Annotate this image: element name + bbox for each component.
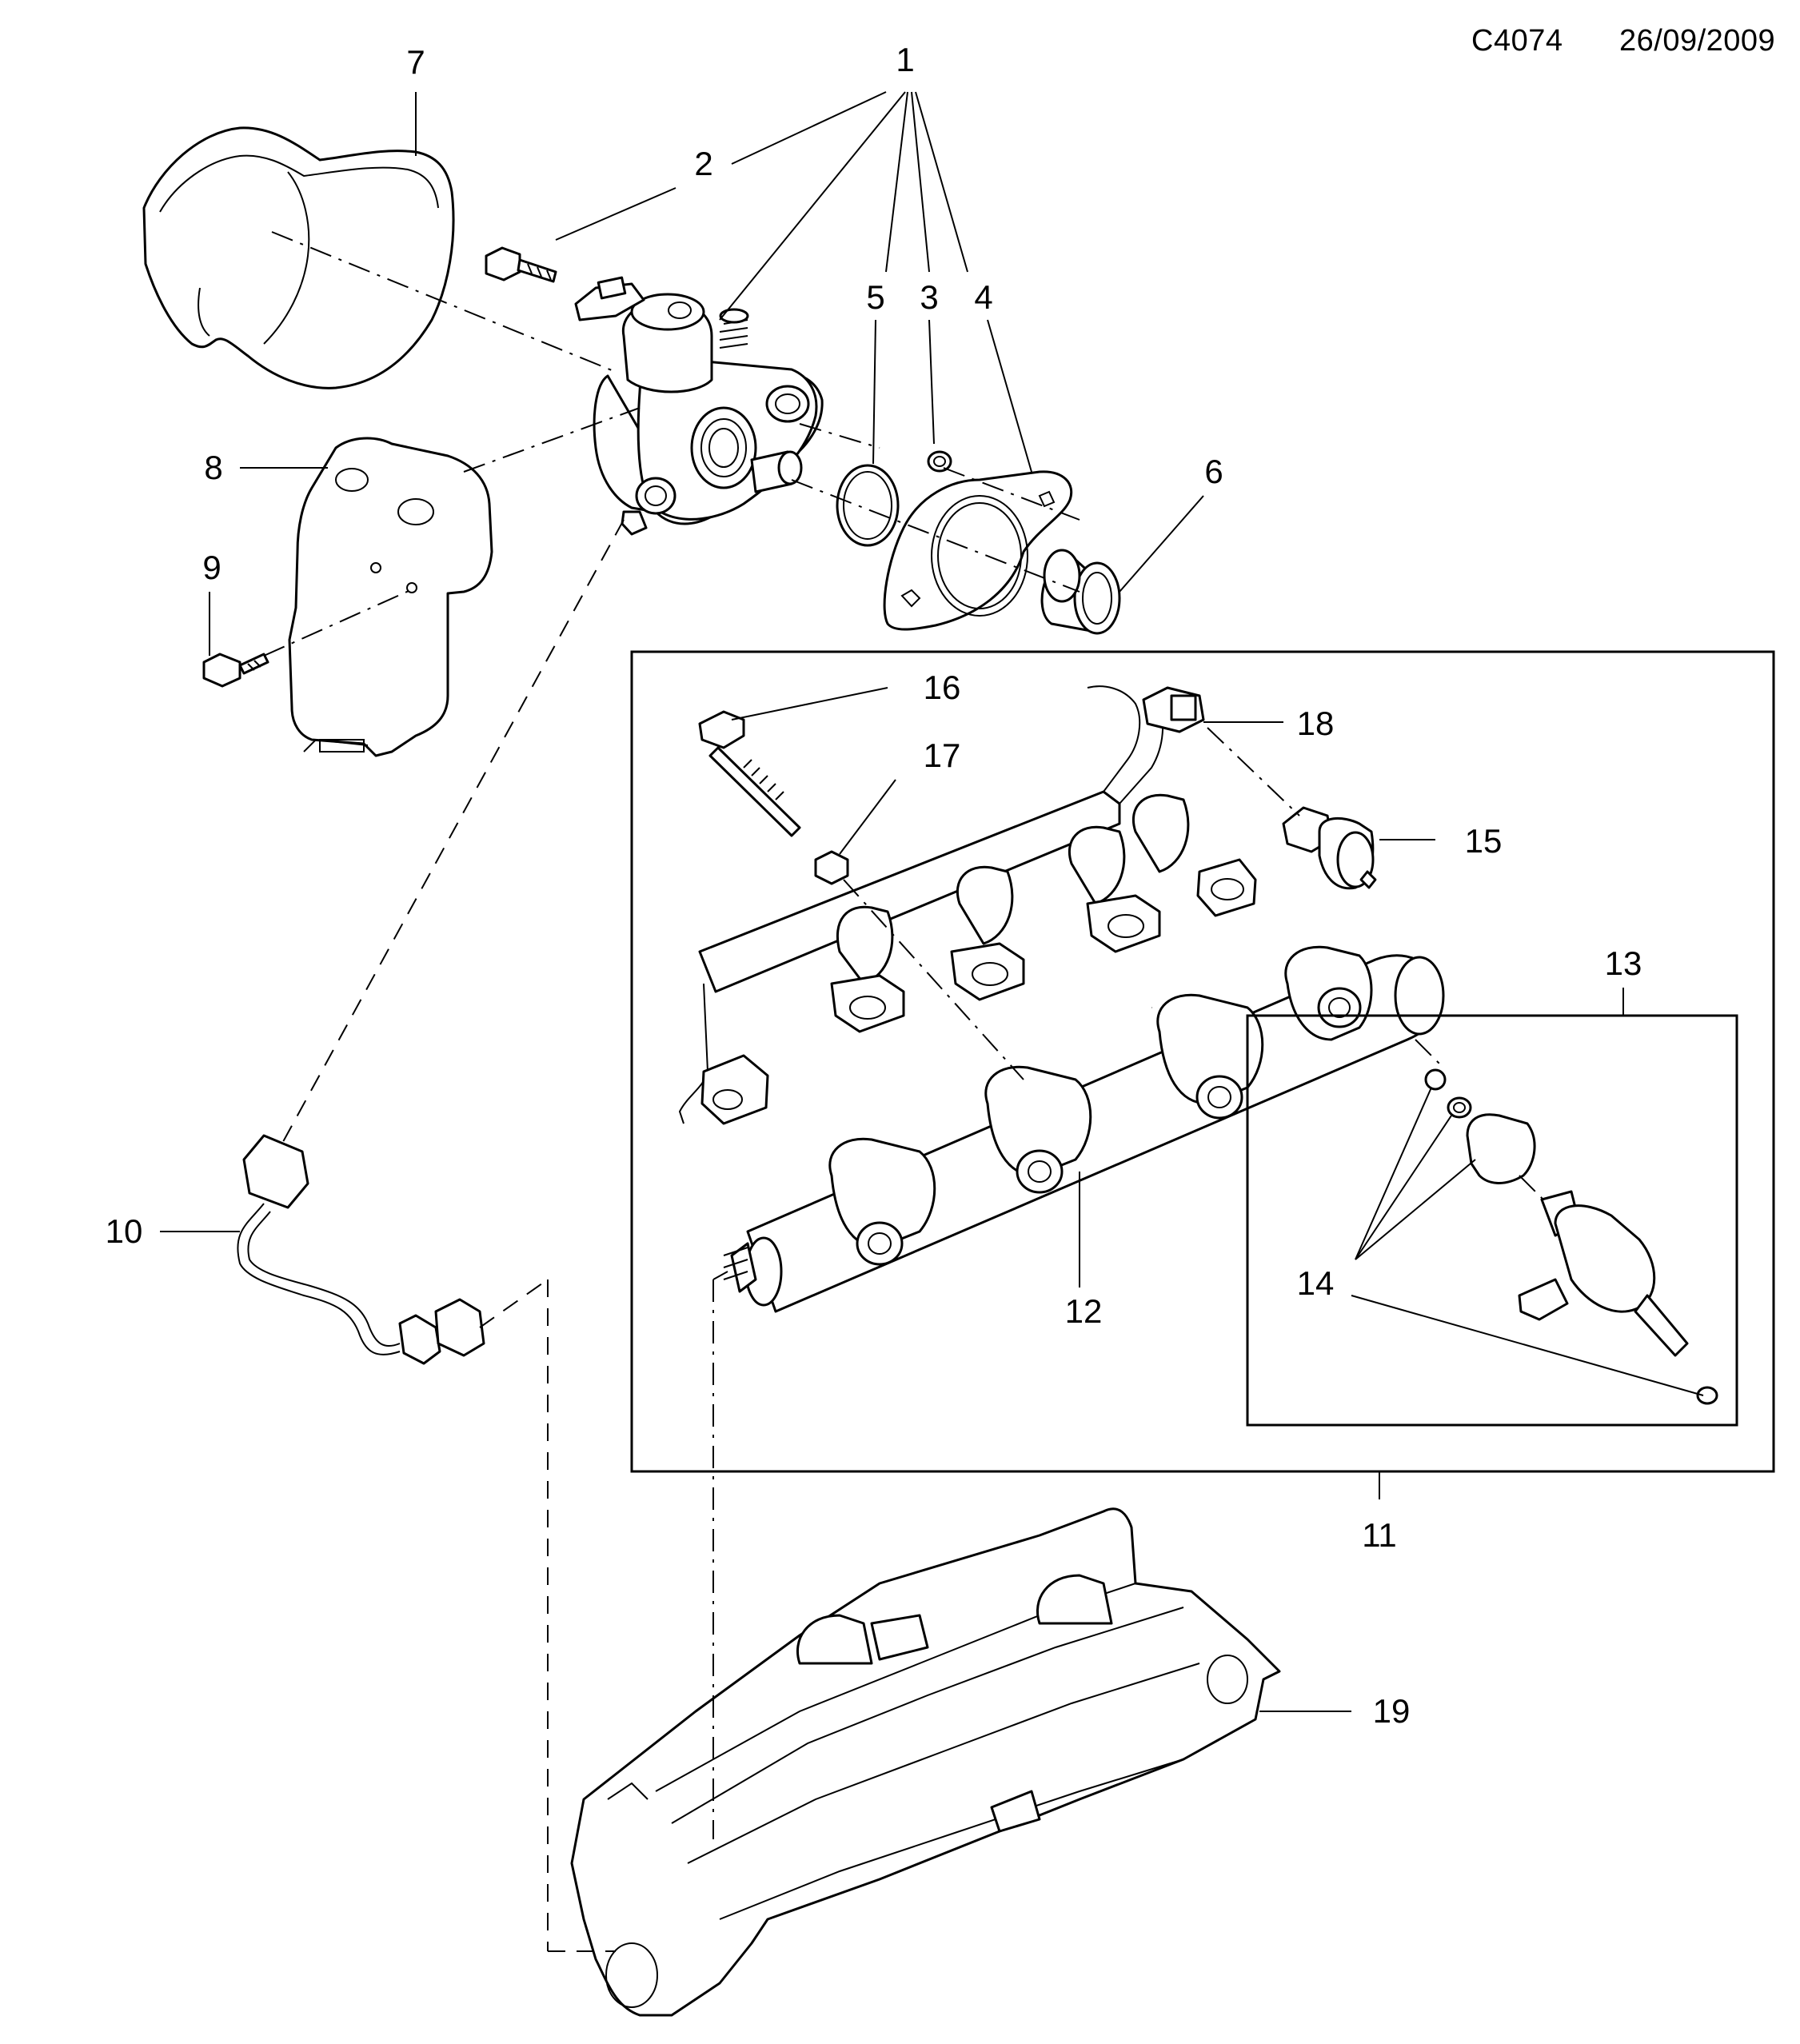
callout-3: 3 [920, 278, 939, 316]
callout-8: 8 [204, 449, 223, 486]
pump-tappet [1040, 549, 1121, 635]
fuel-injector [1424, 1068, 1718, 1405]
callout-6: 6 [1204, 453, 1223, 490]
rail-spacer [814, 850, 849, 885]
callout-10: 10 [105, 1212, 143, 1250]
group-11-frame [630, 650, 1775, 1473]
callout-19: 19 [1372, 1692, 1411, 1730]
callout-13: 13 [1604, 944, 1642, 982]
injector-clip [1466, 1113, 1536, 1184]
callout-7: 7 [406, 43, 425, 81]
injector-seal-upper [1424, 1068, 1447, 1091]
rail-bolt [698, 710, 801, 837]
injector-wiring-harness [678, 685, 1257, 1125]
callout-5: 5 [866, 278, 885, 316]
callout-9: 9 [202, 549, 222, 586]
bracket-bolt [202, 653, 269, 688]
callout-14: 14 [1296, 1264, 1335, 1302]
high-pressure-fuel-pipe [237, 1134, 485, 1365]
pump-mounting-bracket [288, 437, 493, 757]
assembly-lines [263, 231, 1548, 1952]
fuel-pressure-sensor [1282, 806, 1377, 890]
injector-seal-lower [1696, 1386, 1718, 1405]
diagram-reference: C4074 [1471, 24, 1563, 58]
pump-gasket [883, 470, 1073, 631]
high-pressure-fuel-pump [574, 276, 824, 536]
group-13-frame [1246, 1014, 1738, 1427]
small-seal [927, 450, 952, 473]
intake-manifold-housing [570, 1507, 1281, 2017]
callout-4: 4 [974, 278, 993, 316]
callout-16: 16 [923, 669, 961, 706]
leader-lines [160, 91, 1704, 1712]
o-ring [836, 464, 900, 547]
heat-shield-cover [142, 126, 455, 389]
diagram-date: 26/09/2009 [1619, 24, 1776, 58]
injector-seal-ring [1447, 1096, 1472, 1119]
callout-17: 17 [923, 737, 961, 774]
pump-bolt [485, 246, 557, 283]
callout-12: 12 [1064, 1292, 1103, 1330]
callout-2: 2 [694, 145, 713, 182]
callout-18: 18 [1296, 705, 1335, 742]
callout-15: 15 [1464, 822, 1503, 860]
callout-1: 1 [896, 41, 915, 78]
fuel-rail [723, 945, 1445, 1313]
callout-11: 11 [1362, 1516, 1397, 1554]
